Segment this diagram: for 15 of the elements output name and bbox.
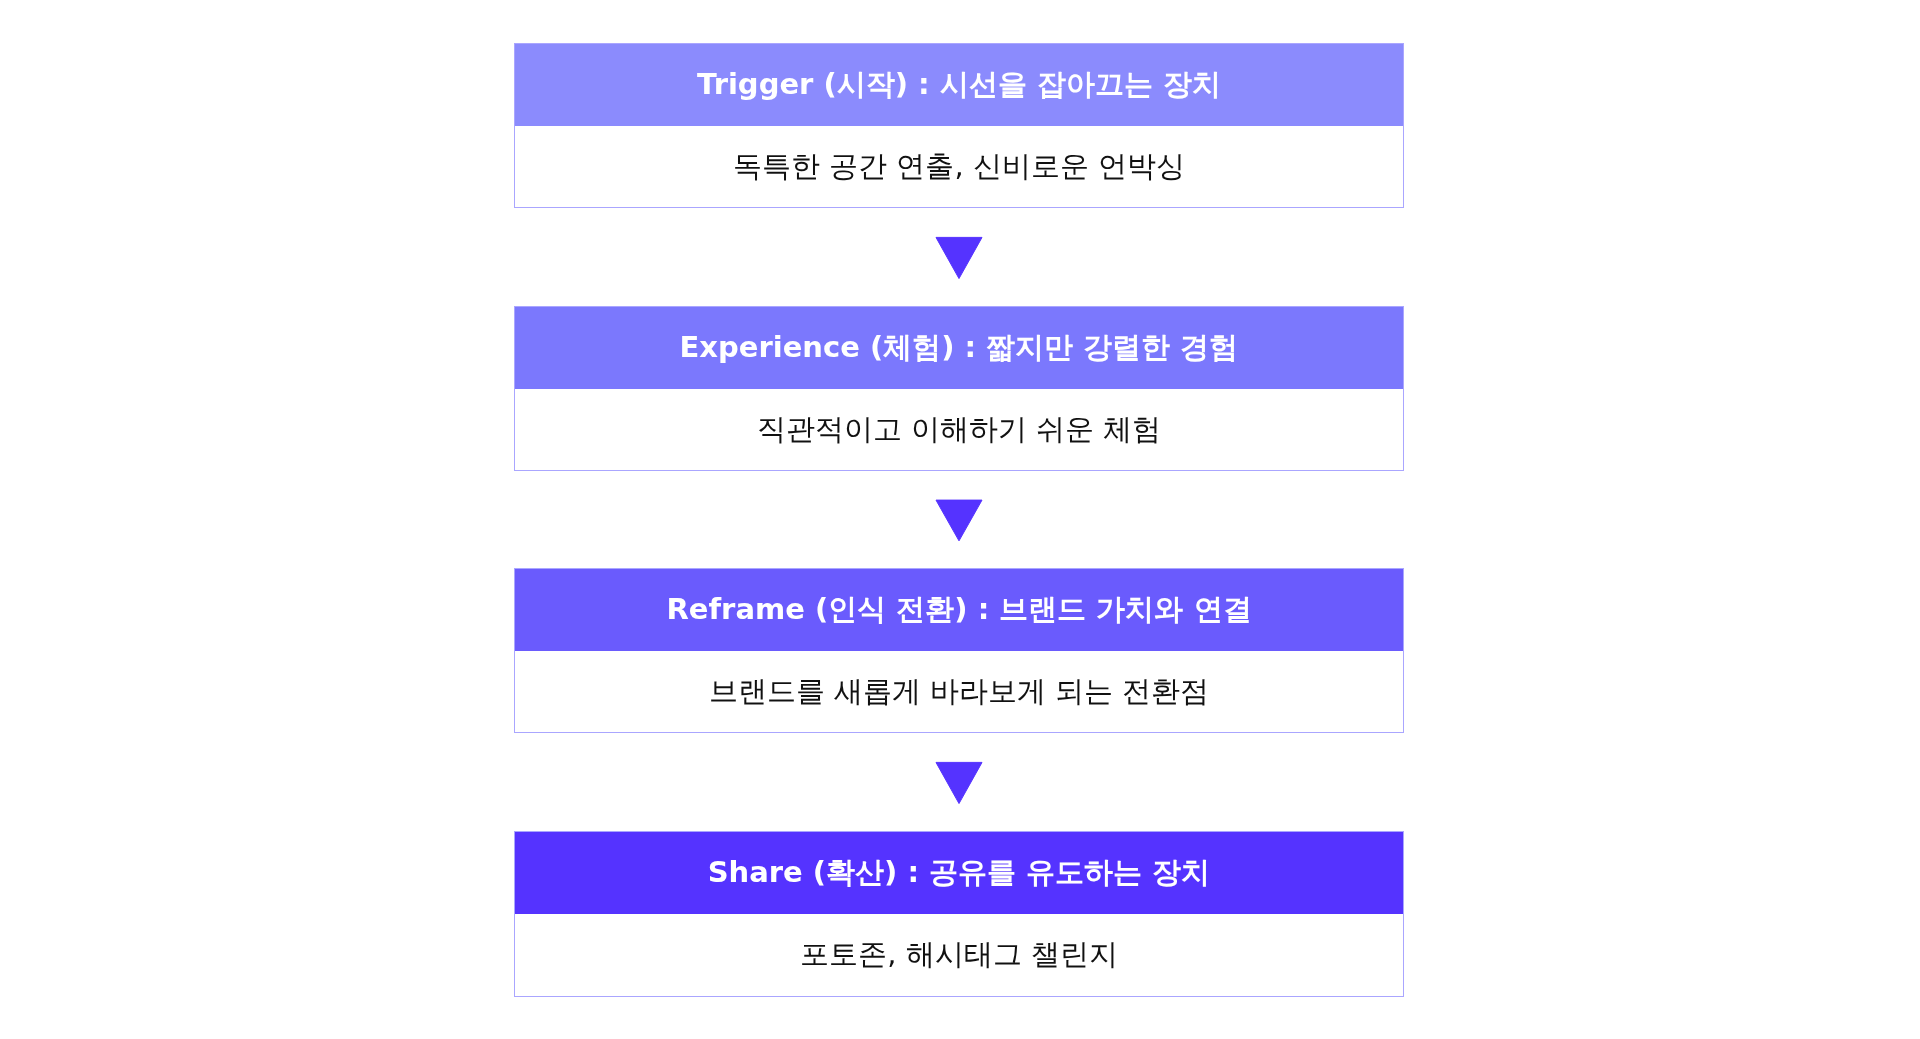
arrow [935,761,983,805]
step-card [514,831,1404,997]
step-heading: Experience (체험) : 짧지만 강렬한 경험 [515,307,1403,389]
step-heading: Share (확산) : 공유를 유도하는 장치 [515,832,1403,914]
step-heading: Reframe (인식 전환) : 브랜드 가치와 연결 [515,569,1403,651]
arrow [935,236,983,280]
step-heading: Trigger (시작) : 시선을 잡아끄는 장치 [515,44,1403,126]
step-card [514,568,1404,733]
step-description: 직관적이고 이해하기 쉬운 체험 [756,410,1162,448]
arrow [935,499,983,542]
step-card [514,306,1404,471]
step-card [514,43,1404,208]
step-description: 브랜드를 새롭게 바라보게 되는 전환점 [708,672,1210,710]
step-description: 포토존, 해시태그 챌린지 [800,936,1118,973]
step-description: 독특한 공간 연출, 신비로운 언박싱 [732,147,1186,185]
